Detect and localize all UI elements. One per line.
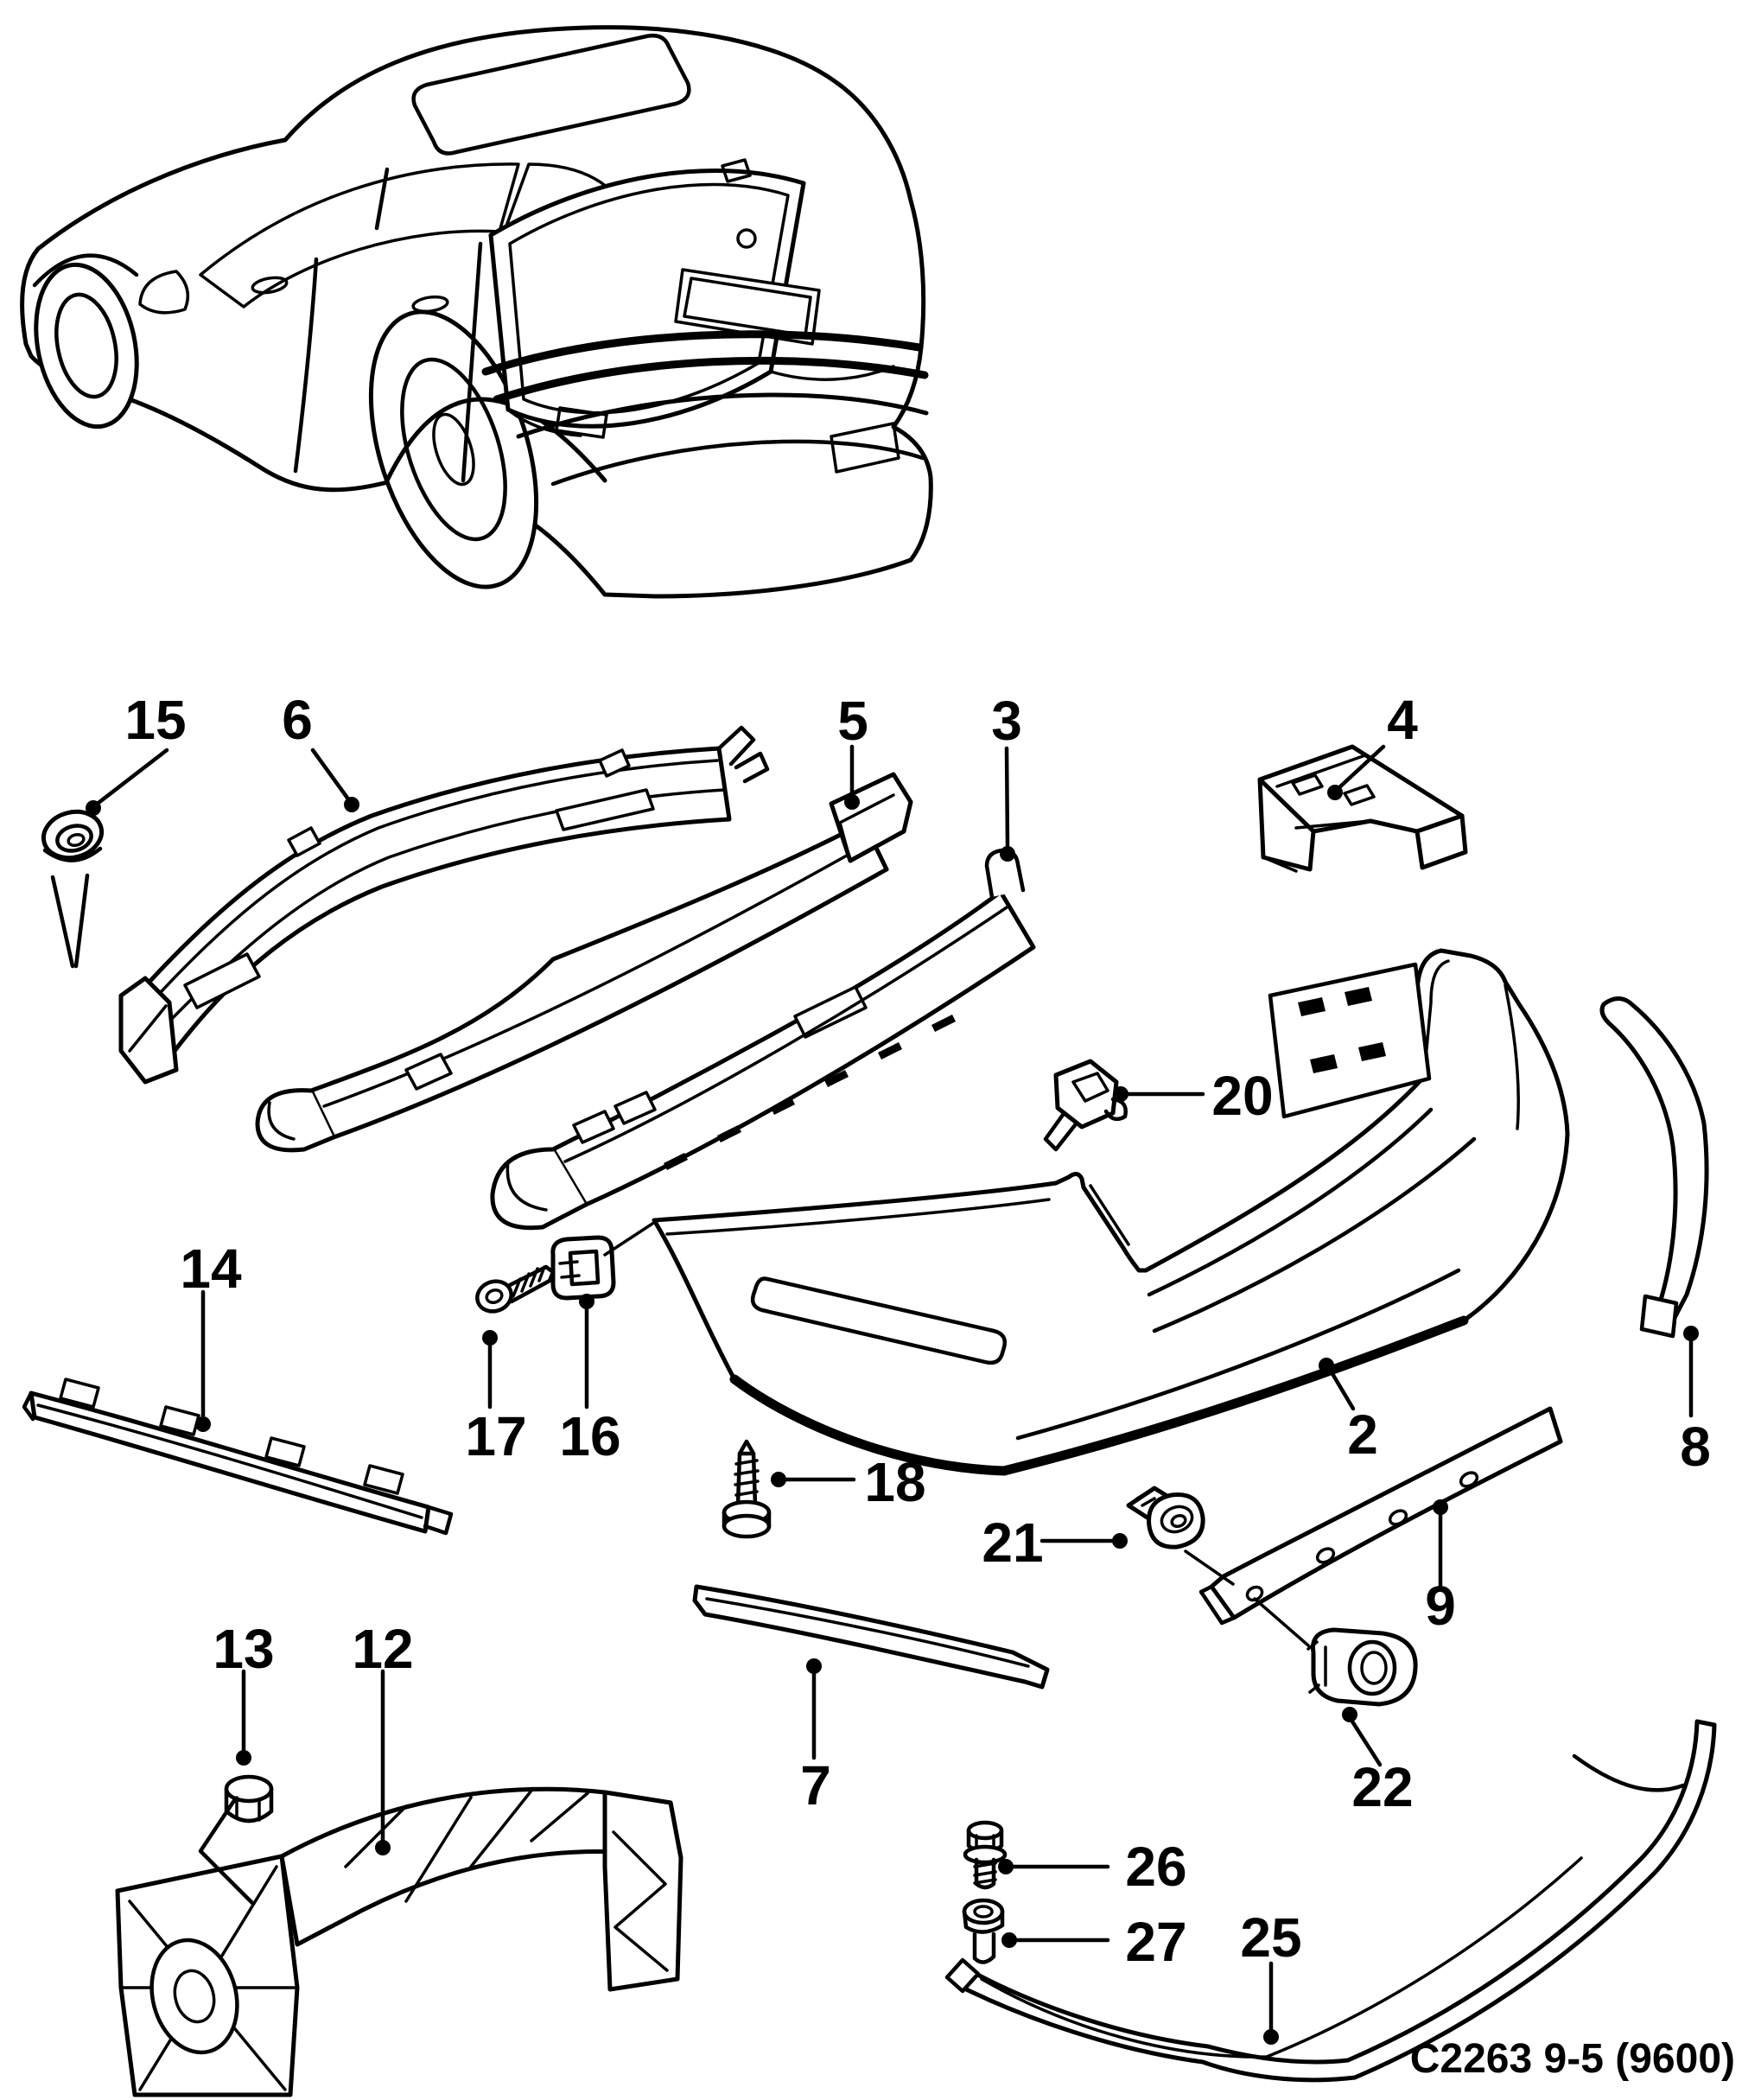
absorber3-cube-2 [614,1091,657,1125]
door-seam-front [293,257,319,474]
rear-wheel [368,309,539,589]
callout-label-22: 22 [1351,1756,1413,1818]
part-screw-17 [475,1264,556,1314]
part-upper-absorber [255,772,913,1153]
part-corner-bracket [1257,744,1468,873]
b-pillar [374,167,390,231]
beam-tab-2 [598,748,631,778]
callout-label-18: 18 [864,1451,925,1513]
callout-label-13: 13 [213,1618,274,1680]
door-seam-rear [461,241,483,483]
front-wheel [34,262,139,430]
absorber-left-cap [255,1088,336,1153]
callout-label-6: 6 [282,689,313,751]
door-handle-front [251,276,289,295]
strip9-end-face [1198,1584,1237,1626]
callout-label-25: 25 [1240,1906,1301,1969]
antenna-notch [721,158,752,183]
part-lower-absorber [490,848,1036,1231]
car-rear-bumper [481,330,929,487]
leader-lines [86,744,1699,2045]
part-nut-13 [224,1774,274,1823]
callout-label-4: 4 [1387,689,1418,751]
bumper-bottom-edge [729,1315,1469,1476]
absorber3-left-cap [490,1147,588,1231]
part-sensor-21 [1126,1486,1205,1550]
callout-label-15: 15 [124,689,186,751]
callout-label-26: 26 [1125,1836,1186,1898]
part-flange-nut-15 [41,809,105,969]
rear-wheel-arch [385,397,607,483]
callout-label-17: 17 [465,1405,526,1467]
beam-end-prongs [716,725,770,784]
part-bumper-cover [652,948,1570,1476]
callout-label-21: 21 [982,1511,1043,1574]
part-clip-16 [550,1235,616,1301]
absorber3-slots [664,1015,956,1170]
part-clip-20 [1043,1059,1128,1152]
flange-slots [1298,987,1386,1073]
part-bolt-26 [963,1820,1008,1890]
callout-label-27: 27 [1125,1911,1186,1973]
callout-label-14: 14 [180,1238,242,1300]
callout-label-8: 8 [1680,1416,1711,1478]
nut-pointer-arrow [50,873,90,969]
beam-left-end-cap [118,976,179,1085]
part-sensor-strip-9 [1198,1406,1563,1626]
beam-tab-1 [287,826,321,857]
part-lower-rail-14 [22,1378,454,1536]
car-illustration [20,25,933,599]
license-plate [674,268,821,346]
door-handle-rear [411,295,449,314]
part-edge-moulding-25 [944,1719,1717,2083]
beam-cutout-right [555,788,655,831]
sunroof [411,34,691,156]
absorber-step [404,1053,453,1091]
callout-label-5: 5 [837,690,868,752]
callout-label-12: 12 [352,1618,413,1680]
part-screw-27 [962,1898,1005,1964]
taillight-right [830,422,900,474]
absorber3-step [793,985,868,1039]
callout-label-9: 9 [1425,1575,1456,1637]
callout-label-3: 3 [991,690,1022,752]
absorber3-cube-1 [572,1110,615,1144]
part-side-moulding-8 [1599,996,1709,1339]
callout-label-7: 7 [800,1754,831,1817]
part-carrier-bracket-12 [115,1786,683,2097]
beam-cutout-left [183,952,261,1009]
callout-label-16: 16 [559,1405,620,1467]
moulding25-end-face [944,1957,981,1994]
drawing-code: C2263 9-5 (9600) [1410,2036,1735,2082]
callout-label-2: 2 [1347,1403,1378,1466]
part-reinforcement-beam [118,725,770,1085]
part-screw-18 [722,1439,772,1539]
side-mirror [138,270,190,315]
part-sensor-retainer-22 [1306,1627,1418,1707]
front-door-window [199,162,520,309]
callout-label-20: 20 [1211,1065,1273,1127]
brand-badge [736,228,757,249]
part-trim-strip-7 [692,1584,1050,1690]
callout-labels: 15 6 5 3 4 20 2 8 14 17 16 18 21 9 22 13… [124,689,1710,1973]
front-wheel-arch [32,253,139,288]
bumper-side-slot [750,1276,1007,1365]
